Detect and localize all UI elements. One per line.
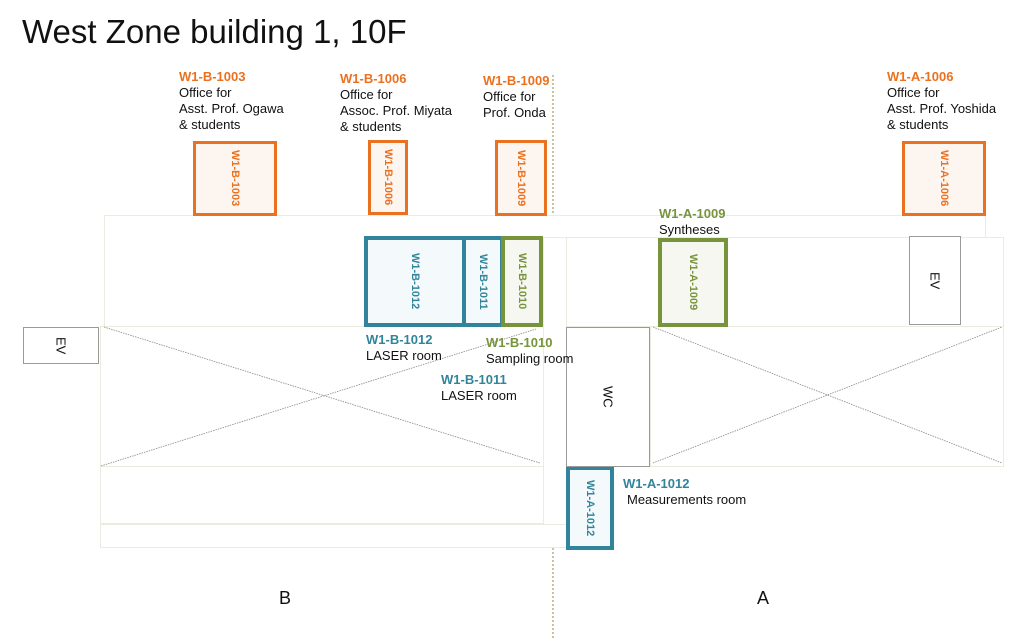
room-code-text: W1-B-1010: [486, 335, 553, 350]
room-code: W1-A-1012: [584, 479, 596, 537]
zone-label-a: A: [757, 588, 770, 608]
room-desc: Sampling room: [486, 351, 574, 366]
corridor-bottom: [100, 524, 568, 548]
room-code-text: W1-A-1009: [659, 206, 726, 221]
a-void: [650, 326, 1004, 467]
elevator-right[interactable]: EV: [909, 236, 961, 325]
room-code-text: W1-B-1003: [179, 69, 246, 84]
room-desc: Office for: [340, 87, 393, 102]
room-desc: Asst. Prof. Yoshida: [887, 101, 997, 116]
room-desc: LASER room: [441, 388, 517, 403]
room-w1-b-1011[interactable]: W1-B-1011: [462, 236, 504, 327]
room-desc: Assoc. Prof. Miyata: [340, 103, 452, 118]
room-desc: Office for: [887, 85, 940, 100]
room-code: W1-B-1006: [382, 149, 394, 206]
room-w1-a-1012[interactable]: W1-A-1012: [566, 466, 614, 550]
room-code-text: W1-B-1011: [441, 372, 507, 387]
elevator-label: EV: [927, 271, 943, 290]
room-w1-a-1006[interactable]: W1-A-1006: [902, 141, 986, 216]
room-code: W1-B-1003: [229, 150, 241, 207]
label-w1-a-1009: W1-A-1009 Syntheses: [659, 206, 725, 238]
room-code-text: W1-A-1006: [887, 69, 954, 84]
room-desc: Office for: [483, 89, 536, 104]
zone-label-b: B: [279, 588, 292, 608]
room-code: W1-A-1009: [687, 254, 699, 311]
room-w1-b-1003[interactable]: W1-B-1003: [193, 141, 277, 216]
elevator-left[interactable]: EV: [23, 327, 99, 364]
room-desc: & students: [179, 117, 241, 132]
label-w1-b-1009: W1-B-1009 Office for Prof. Onda: [483, 73, 549, 121]
room-code: W1-B-1009: [515, 149, 527, 207]
room-desc: Prof. Onda: [483, 105, 546, 120]
room-code: W1-A-1006: [938, 150, 950, 207]
room-code: W1-B-1012: [409, 253, 421, 310]
restroom-wc[interactable]: WC: [566, 327, 650, 467]
room-w1-b-1009[interactable]: W1-B-1009: [495, 140, 547, 216]
room-w1-b-1010[interactable]: W1-B-1010: [501, 236, 543, 327]
elevator-label: EV: [53, 336, 69, 355]
room-desc: Asst. Prof. Ogawa: [179, 101, 284, 116]
room-code: W1-B-1010: [516, 253, 528, 310]
room-desc: & students: [340, 119, 402, 134]
b-lower-block: [100, 466, 544, 524]
room-code-text: W1-A-1012: [623, 476, 690, 491]
label-w1-b-1012: W1-B-1012 LASER room: [366, 332, 442, 364]
page-title: West Zone building 1, 10F: [22, 13, 407, 50]
label-w1-b-1006: W1-B-1006 Office for Assoc. Prof. Miyata…: [340, 71, 452, 135]
room-desc: & students: [887, 117, 949, 132]
room-desc: Measurements room: [627, 492, 747, 507]
corridor-top: [104, 215, 986, 238]
label-w1-b-1010: W1-B-1010 Sampling room: [486, 335, 573, 367]
label-w1-b-1011: W1-B-1011 LASER room: [441, 372, 517, 404]
room-w1-a-1009[interactable]: W1-A-1009: [658, 238, 728, 327]
room-code-text: W1-B-1006: [340, 71, 407, 86]
room-desc: LASER room: [366, 348, 442, 363]
restroom-label: WC: [600, 386, 616, 408]
room-desc: Office for: [179, 85, 232, 100]
room-w1-b-1012[interactable]: W1-B-1012: [364, 236, 466, 327]
room-w1-b-1006[interactable]: W1-B-1006: [368, 140, 408, 215]
room-code: W1-B-1011: [477, 253, 489, 310]
label-w1-a-1012: W1-A-1012 Measurements room: [623, 476, 746, 508]
room-code-text: W1-B-1012: [366, 332, 433, 347]
label-w1-b-1003: W1-B-1003 Office for Asst. Prof. Ogawa &…: [179, 69, 284, 133]
room-code-text: W1-B-1009: [483, 73, 550, 88]
room-desc: Syntheses: [659, 222, 720, 237]
label-w1-a-1006: W1-A-1006 Office for Asst. Prof. Yoshida…: [887, 69, 996, 133]
